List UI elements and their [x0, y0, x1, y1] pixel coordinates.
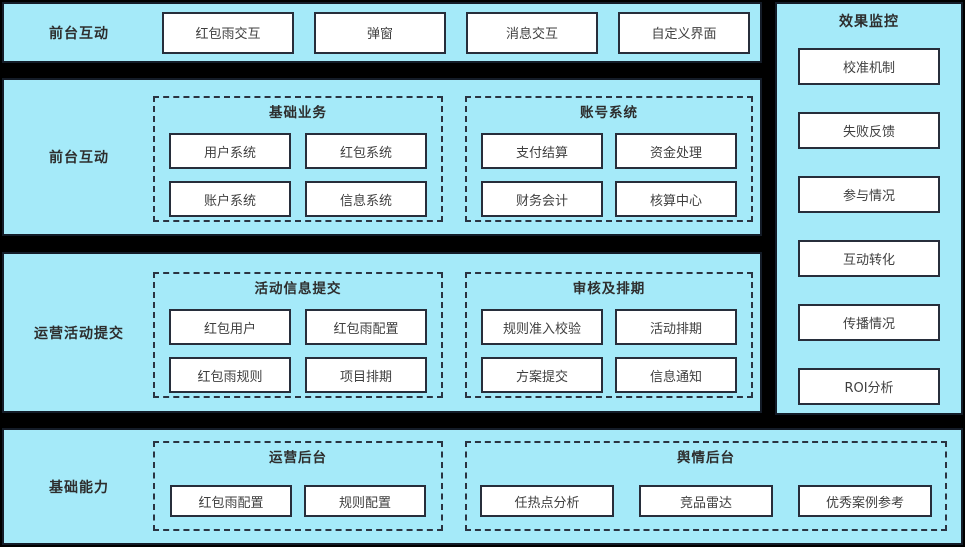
node-box: 竞品雷达: [639, 485, 773, 517]
side-panel-title: 效果监控: [839, 14, 899, 30]
node-box: 规则准入校验: [481, 309, 603, 345]
node-box: 信息通知: [615, 357, 737, 393]
panel-effect-monitoring: 效果监控 校准机制 失败反馈 参与情况 互动转化 传播情况 ROI分析: [775, 2, 963, 415]
node-box: 红包系统: [305, 133, 427, 169]
group-grid: 红包用户 红包雨配置 红包雨规则 项目排期: [155, 309, 441, 393]
group-title: 账号系统: [580, 105, 638, 121]
node-box: 方案提交: [481, 357, 603, 393]
group-grid: 红包雨配置 规则配置: [155, 485, 441, 517]
panel-row-operation-submit: 运营活动提交 活动信息提交 红包用户 红包雨配置 红包雨规则 项目排期 审核及排…: [2, 252, 762, 413]
node-box: 红包雨配置: [170, 485, 292, 517]
group-operation-backend: 运营后台 红包雨配置 规则配置: [153, 441, 443, 531]
panel-row-frontend-systems: 前台互动 基础业务 用户系统 红包系统 账户系统 信息系统 账号系统 支付结算 …: [2, 78, 762, 236]
node-box: 活动排期: [615, 309, 737, 345]
group-activity-info-submit: 活动信息提交 红包用户 红包雨配置 红包雨规则 项目排期: [153, 272, 443, 398]
node-box: 用户系统: [169, 133, 291, 169]
row1-boxes: 红包雨交互 弹窗 消息交互 自定义界面: [154, 4, 750, 61]
node-box: 失败反馈: [798, 112, 940, 149]
node-box: 红包雨规则: [169, 357, 291, 393]
row-label-frontend-top: 前台互动: [49, 25, 109, 42]
node-box: 账户系统: [169, 181, 291, 217]
node-box: 核算中心: [615, 181, 737, 217]
group-public-opinion-backend: 舆情后台 任热点分析 竞品雷达 优秀案例参考: [465, 441, 947, 531]
node-box: 校准机制: [798, 48, 940, 85]
node-box: 互动转化: [798, 240, 940, 277]
node-box: 项目排期: [305, 357, 427, 393]
node-box: 规则配置: [304, 485, 426, 517]
row-label-operation-submit: 运营活动提交: [34, 325, 124, 342]
node-box: 参与情况: [798, 176, 940, 213]
node-box: 红包雨配置: [305, 309, 427, 345]
group-grid: 用户系统 红包系统 账户系统 信息系统: [155, 133, 441, 217]
row-label-basic-capability: 基础能力: [49, 479, 109, 496]
node-box: 优秀案例参考: [798, 485, 932, 517]
group-title: 审核及排期: [572, 281, 646, 297]
group-grid: 规则准入校验 活动排期 方案提交 信息通知: [467, 309, 751, 393]
group-grid: 任热点分析 竞品雷达 优秀案例参考: [467, 485, 945, 517]
group-account-system: 账号系统 支付结算 资金处理 财务会计 核算中心: [465, 96, 753, 222]
node-box: 传播情况: [798, 304, 940, 341]
node-box: 任热点分析: [480, 485, 614, 517]
group-grid: 支付结算 资金处理 财务会计 核算中心: [467, 133, 751, 217]
node-box: ROI分析: [798, 368, 940, 405]
panel-row-basic-capability: 基础能力 运营后台 红包雨配置 规则配置 舆情后台 任热点分析 竞品雷达 优秀案…: [2, 428, 963, 545]
panel-row-frontend-top: 前台互动 红包雨交互 弹窗 消息交互 自定义界面: [2, 2, 762, 63]
node-box: 红包雨交互: [162, 11, 294, 54]
node-box: 消息交互: [466, 11, 598, 54]
node-box: 资金处理: [615, 133, 737, 169]
group-title: 运营后台: [269, 450, 327, 466]
node-box: 信息系统: [305, 181, 427, 217]
node-box: 自定义界面: [618, 11, 750, 54]
node-box: 弹窗: [314, 11, 446, 54]
node-box: 支付结算: [481, 133, 603, 169]
group-basic-business: 基础业务 用户系统 红包系统 账户系统 信息系统: [153, 96, 443, 222]
group-title: 基础业务: [269, 105, 327, 121]
node-box: 红包用户: [169, 309, 291, 345]
group-title: 活动信息提交: [254, 281, 342, 297]
group-review-schedule: 审核及排期 规则准入校验 活动排期 方案提交 信息通知: [465, 272, 753, 398]
row-label-frontend-systems: 前台互动: [49, 150, 109, 166]
node-box: 财务会计: [481, 181, 603, 217]
group-title: 舆情后台: [677, 450, 735, 466]
